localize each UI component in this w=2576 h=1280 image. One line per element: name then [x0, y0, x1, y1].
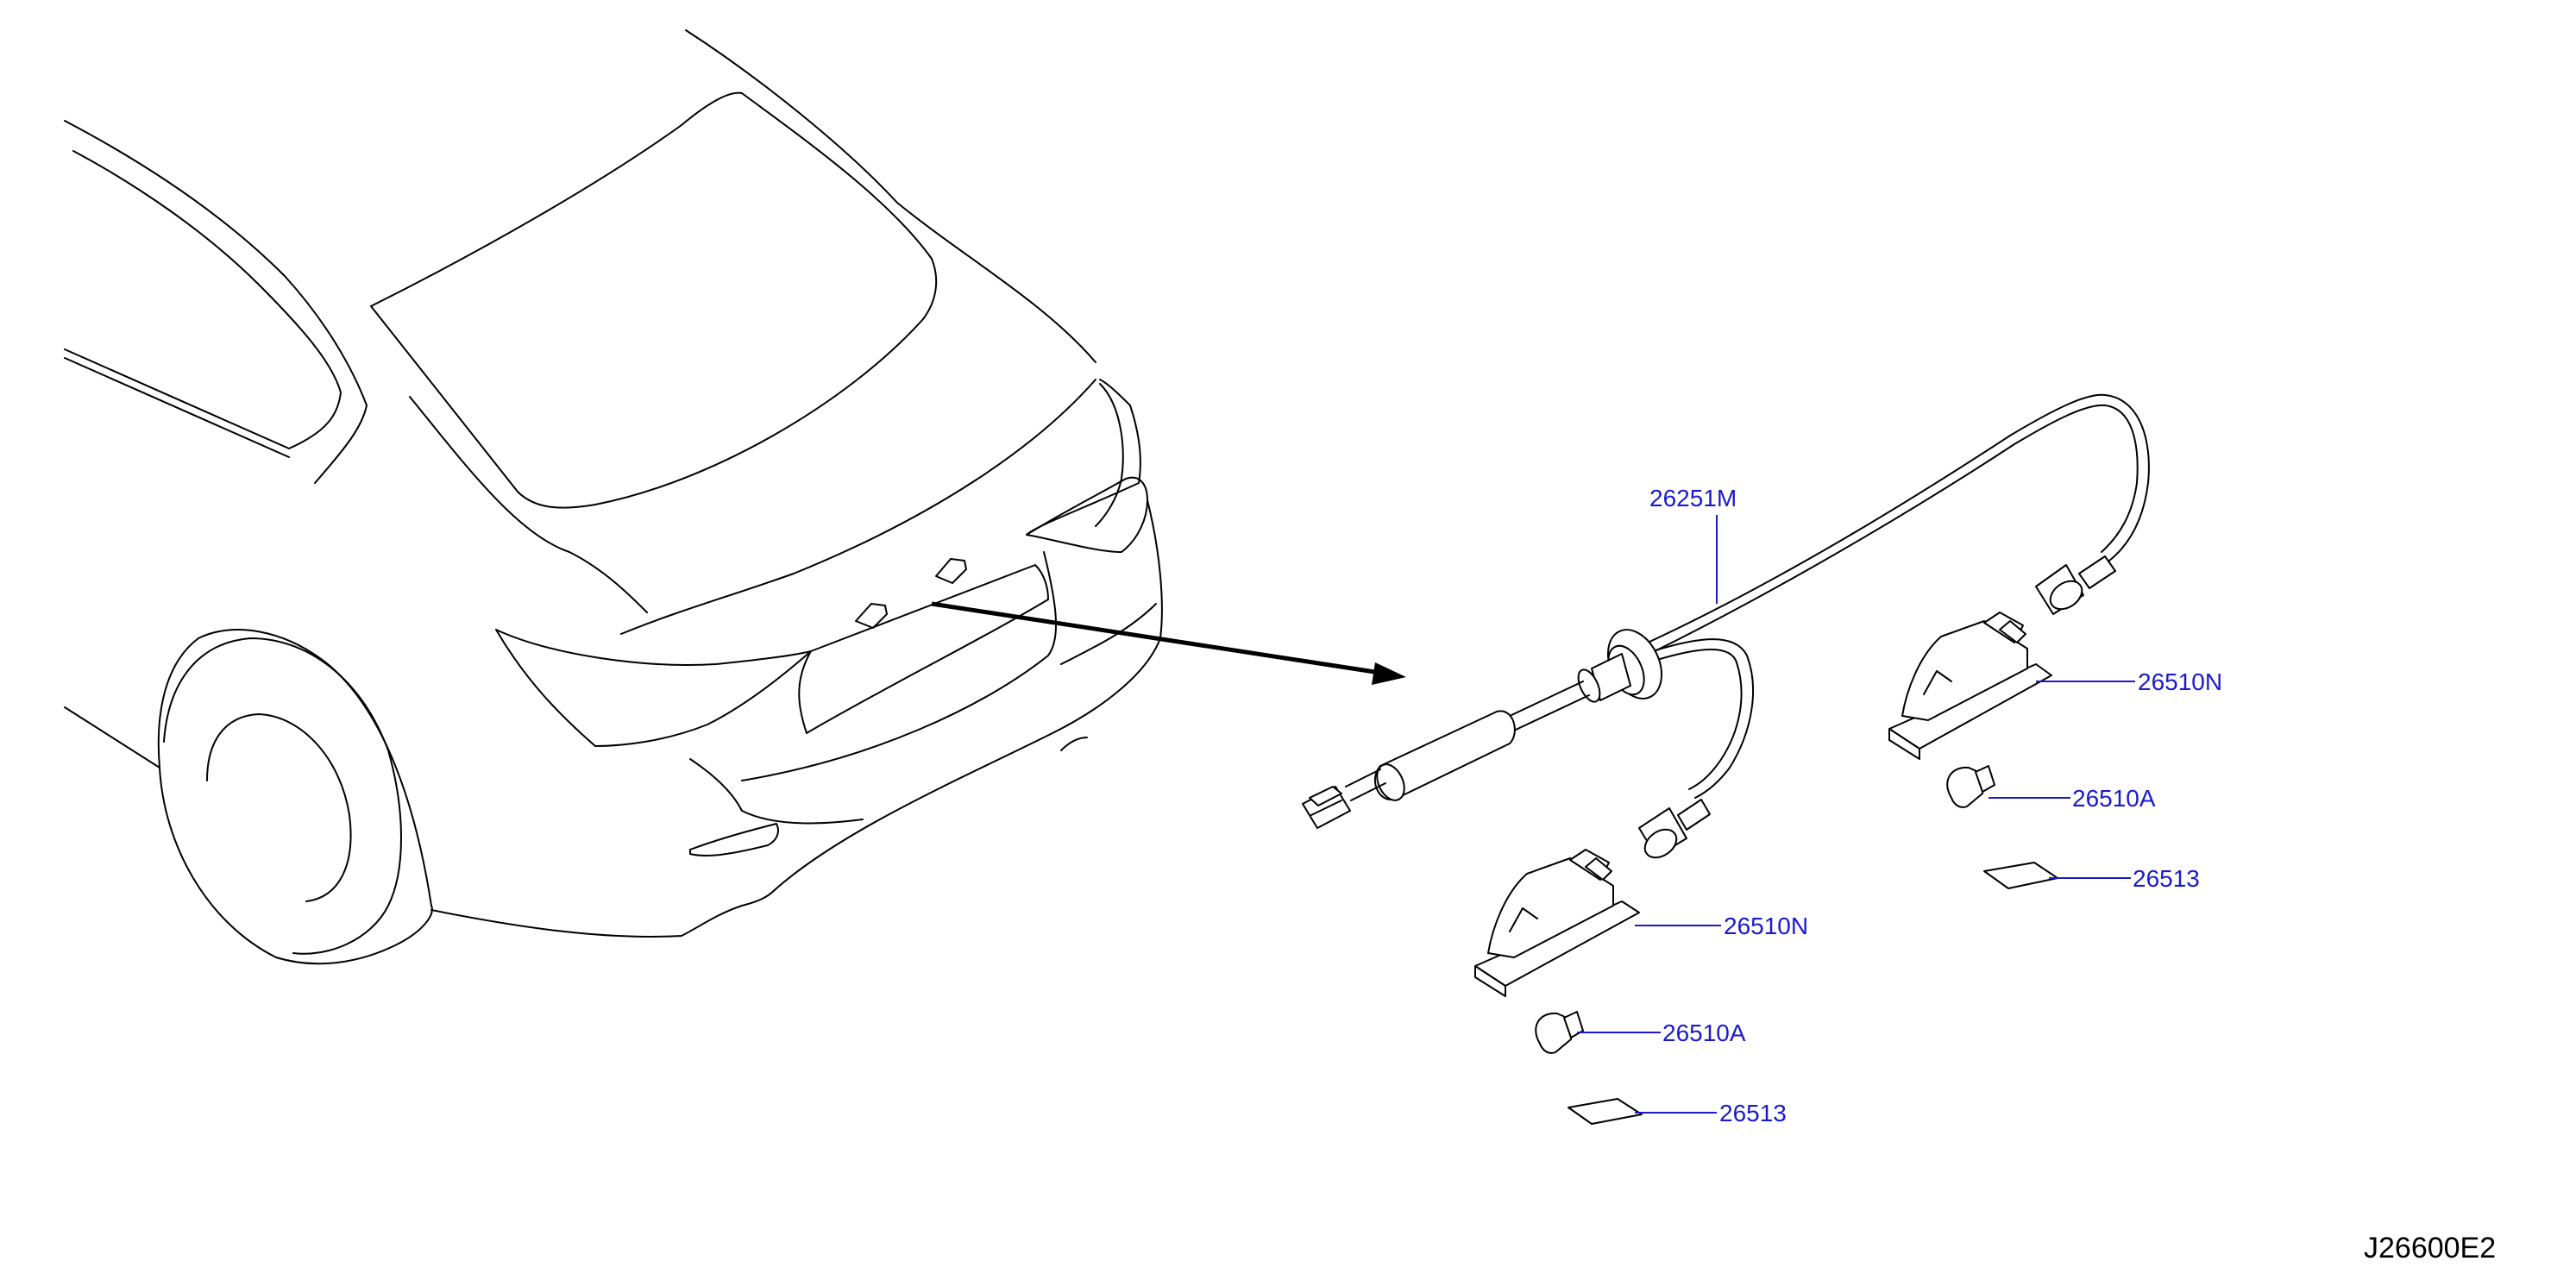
pointer-arrow [931, 601, 1406, 685]
callout-lens-left: 26513 [1719, 1100, 1787, 1126]
lens-right: 26513 [1983, 862, 2200, 892]
callout-bulb-left: 26510A [1662, 1020, 1746, 1046]
callout-lens-right: 26513 [2133, 865, 2200, 892]
callout-lamp-left: 26510N [1724, 913, 1808, 939]
callout-lamp-right: 26510N [2138, 668, 2222, 695]
bulb-right: 26510A [1946, 765, 2156, 812]
callout-bulb-right: 26510A [2072, 785, 2156, 812]
lens-left: 26513 [1568, 1098, 1787, 1126]
wiring-harness: 26251M [1302, 393, 2150, 859]
bulb-left: 26510A [1535, 1011, 1746, 1054]
callout-harness: 26251M [1649, 485, 1737, 511]
diagram-code: J26600E2 [2364, 1232, 2496, 1264]
vehicle-rear-illustration [64, 29, 1163, 965]
license-lamp-right: 26510N [1888, 612, 2222, 760]
license-lamp-left: 26510N [1474, 849, 1808, 997]
